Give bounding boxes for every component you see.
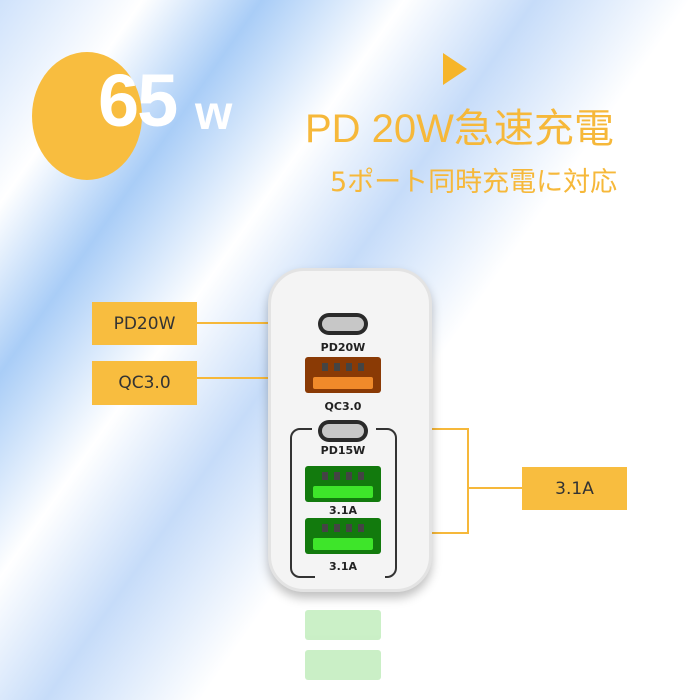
usb-a-port-green [305,518,381,554]
port-label: 3.1A [329,504,357,517]
port-label: PD15W [320,444,366,457]
wattage-number: 65 [98,59,178,142]
callout-line [398,428,468,430]
usb-c-port [318,313,368,335]
port-label: QC3.0 [324,400,362,413]
wattage-unit: w [195,87,233,140]
usb-a-port-green [305,466,381,502]
play-triangle-icon [443,53,467,85]
headline-title: PD 20W急速充電 [305,107,614,151]
callout-line [197,377,313,379]
callout-pd20w: PD20W [92,302,197,345]
usb-a-port-orange [305,357,381,393]
charger-reflection [290,600,410,690]
usb-c-port [318,420,368,442]
callout-qc30: QC3.0 [92,361,197,405]
badge-circle [32,52,142,180]
callout-3-1a: 3.1A [522,467,627,510]
port-label: PD20W [320,341,366,354]
callout-line [197,322,318,324]
headline-subtitle: 5ポート同時充電に対応 [330,167,618,198]
callout-line [467,428,469,534]
callout-line [468,487,522,489]
callout-line [406,532,468,534]
port-label: 3.1A [329,560,357,573]
